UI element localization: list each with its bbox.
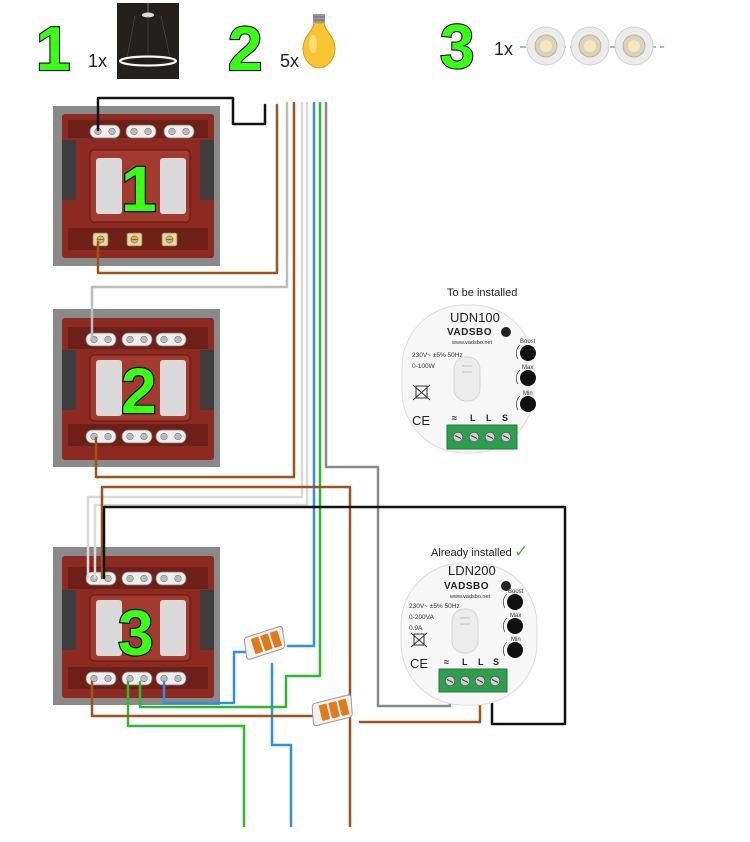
ldn200-ce-mark: CE — [410, 656, 428, 671]
ldn200-spec-3: 0.9A — [409, 625, 423, 632]
udn100-knob-label-boost: Boost — [520, 339, 536, 345]
ldn200-knob-label-max: Max — [510, 613, 521, 619]
ldn200-terminal-label-1: ≈ — [444, 657, 449, 667]
legend-quantity-3: 1x — [494, 39, 513, 59]
ldn200-caption: Already installed — [431, 547, 512, 559]
udn100-knob-label-max: Max — [522, 365, 533, 371]
udn100-website: www.vadsbo.net — [451, 340, 493, 346]
ldn200-spec-2: 0-200VA — [409, 614, 434, 621]
ldn200-spec-1: 230V~ ±5% 50Hz — [409, 603, 460, 610]
udn100-terminal-label-3: L — [486, 413, 492, 423]
weee-bin-icon — [412, 384, 431, 401]
downlight-spots-icon — [520, 26, 664, 66]
switch-number-1: 1 — [121, 153, 157, 225]
light-bulb-icon — [302, 14, 336, 69]
wire-white-b — [93, 101, 309, 580]
switch-3: 3 — [53, 547, 220, 705]
udn100-brand: VADSBO — [447, 327, 492, 338]
wire-black-dimmer — [102, 505, 567, 726]
wire-grey-switch2 — [90, 101, 289, 341]
switch-1: 1 — [53, 106, 220, 266]
ldn200-knob-label-boost: Boost — [508, 589, 524, 595]
ldn200-terminal-label-2: L — [462, 657, 468, 667]
legend-number-3: 3 — [440, 13, 474, 82]
wire-black-switch1 — [96, 96, 267, 132]
wire-blue-down — [270, 662, 293, 828]
udn100-terminal-label-2: L — [470, 413, 476, 423]
udn100-dimmer: UDN100 VADSBO www.vadsbo.net 230V~ ±5% 5… — [401, 304, 537, 454]
udn100-spec-1: 230V~ ±5% 50Hz — [412, 352, 463, 359]
ldn200-website: www.vadsbo.net — [449, 594, 491, 600]
legend-number-1: 1 — [36, 15, 70, 84]
udn100-terminal-label-1: ≈ — [452, 413, 457, 423]
wago-connector-1 — [239, 625, 290, 661]
wire-brown-switch2 — [94, 101, 296, 479]
udn100-terminal-label-4: S — [502, 413, 508, 423]
switch-2: 2 — [53, 309, 220, 467]
ldn200-brand: VADSBO — [444, 581, 489, 592]
ldn200-terminal-label-3: L — [478, 657, 484, 667]
wire-green-main — [138, 101, 322, 709]
weee-bin-icon-2 — [410, 632, 428, 648]
udn100-caption: To be installed — [447, 287, 517, 299]
udn100-ce-mark: CE — [412, 413, 430, 428]
legend-quantity-1: 1x — [88, 51, 107, 71]
checkmark-icon: ✓ — [514, 542, 528, 562]
wire-blue-switch3 — [162, 650, 262, 705]
ldn200-model: LDN200 — [448, 563, 496, 578]
wire-brown-switch3-bottom — [90, 680, 318, 718]
switch-number-2: 2 — [121, 355, 157, 427]
legend-quantity-2: 5x — [280, 51, 299, 71]
udn100-knob-label-min: Min — [523, 391, 533, 397]
vadsbo-logo-icon — [501, 327, 511, 337]
ldn200-knob-label-min: Min — [511, 637, 521, 643]
vadsbo-logo-icon-2 — [501, 581, 511, 591]
udn100-spec-2: 0-100W — [412, 363, 436, 370]
wire-brown-switch1 — [96, 103, 279, 275]
ldn200-dimmer: LDN200 VADSBO www.vadsbo.net 230V~ ±5% 5… — [400, 562, 538, 706]
wire-white-a — [86, 101, 304, 580]
wire-brown-switch3-top — [100, 485, 352, 828]
wire-green-down — [126, 680, 246, 828]
switch-number-3: 3 — [118, 597, 154, 669]
pendant-ring-light-icon — [117, 3, 179, 79]
legend-number-2: 2 — [228, 15, 262, 84]
wire-blue-main — [286, 101, 316, 648]
udn100-model: UDN100 — [450, 310, 500, 325]
ldn200-terminal-label-4: S — [493, 657, 499, 667]
wires — [86, 96, 567, 828]
